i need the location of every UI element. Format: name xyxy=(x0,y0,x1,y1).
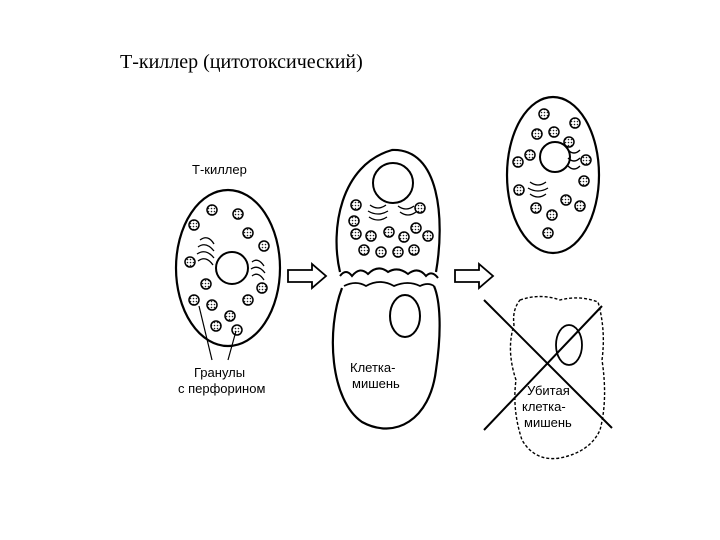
granule xyxy=(365,230,377,242)
target-membrane xyxy=(331,285,441,430)
granule-group xyxy=(184,204,270,336)
granule xyxy=(188,219,200,231)
target-cell: Клетка- мишень xyxy=(331,281,441,430)
granule xyxy=(375,246,387,258)
granules-label-line1: Гранулы xyxy=(194,365,245,380)
granule xyxy=(538,108,550,120)
granule xyxy=(548,126,560,138)
target-nucleus xyxy=(389,294,421,338)
granule xyxy=(188,294,200,306)
granule xyxy=(358,244,370,256)
granule-group xyxy=(512,108,592,239)
granule xyxy=(530,202,542,214)
granule xyxy=(392,246,404,258)
granule xyxy=(512,156,524,168)
granule xyxy=(210,320,222,332)
granule xyxy=(560,194,572,206)
granule xyxy=(422,230,434,242)
granule xyxy=(546,209,558,221)
granule xyxy=(224,310,236,322)
granule xyxy=(206,299,218,311)
granule xyxy=(531,128,543,140)
killed-label-line3: мишень xyxy=(524,415,572,430)
granule xyxy=(242,294,254,306)
granule xyxy=(184,256,196,268)
granule xyxy=(578,175,590,187)
t-killer-membrane xyxy=(174,188,282,348)
granule xyxy=(398,231,410,243)
granule-pointer-lines xyxy=(198,305,237,361)
cross-out-icon xyxy=(483,299,613,431)
target-label-line1: Клетка- xyxy=(350,360,395,375)
golgi-apparatus xyxy=(367,204,417,221)
target-label-line2: мишень xyxy=(352,376,400,391)
arrow-right-icon xyxy=(287,262,328,290)
granule xyxy=(414,202,426,214)
t-killer-nucleus xyxy=(215,251,249,285)
granule-group xyxy=(348,199,434,258)
t-killer-contact-cell xyxy=(335,148,441,279)
granule xyxy=(348,215,360,227)
killed-membrane xyxy=(509,295,606,460)
granule xyxy=(256,282,268,294)
golgi-apparatus xyxy=(527,149,581,198)
granule xyxy=(513,184,525,196)
granule xyxy=(231,324,243,336)
killed-nucleus xyxy=(555,324,583,366)
granule xyxy=(410,222,422,234)
granules-label-line2: с перфорином xyxy=(178,381,265,396)
killed-label-line1: Убитая xyxy=(527,383,570,398)
t-killer-nucleus xyxy=(372,162,414,204)
granule xyxy=(408,244,420,256)
t-killer-detached-cell xyxy=(505,95,601,255)
granule xyxy=(206,204,218,216)
killed-target-cell: Убитая клетка- мишень xyxy=(483,295,613,460)
granule xyxy=(524,149,536,161)
killed-label-line2: клетка- xyxy=(522,399,566,414)
granule xyxy=(242,227,254,239)
granule xyxy=(258,240,270,252)
granule xyxy=(574,200,586,212)
granule xyxy=(350,228,362,240)
arrow-right-icon xyxy=(454,262,495,290)
granule xyxy=(542,227,554,239)
granule xyxy=(350,199,362,211)
t-killer-nucleus xyxy=(539,141,571,173)
golgi-apparatus xyxy=(196,237,266,281)
granule xyxy=(569,117,581,129)
t-killer-membrane xyxy=(505,95,601,255)
t-killer-cell: Т-киллер Гранулы с перфори xyxy=(174,162,282,396)
granule xyxy=(200,278,212,290)
t-killer-membrane xyxy=(335,148,441,273)
granule xyxy=(580,154,592,166)
granule xyxy=(232,208,244,220)
granule xyxy=(383,226,395,238)
target-top-edge xyxy=(343,281,435,288)
granule xyxy=(563,136,575,148)
synapse-contact-line xyxy=(339,267,439,279)
t-killer-label: Т-киллер xyxy=(192,162,247,177)
page-title: Т-киллер (цитотоксический) xyxy=(120,51,363,73)
